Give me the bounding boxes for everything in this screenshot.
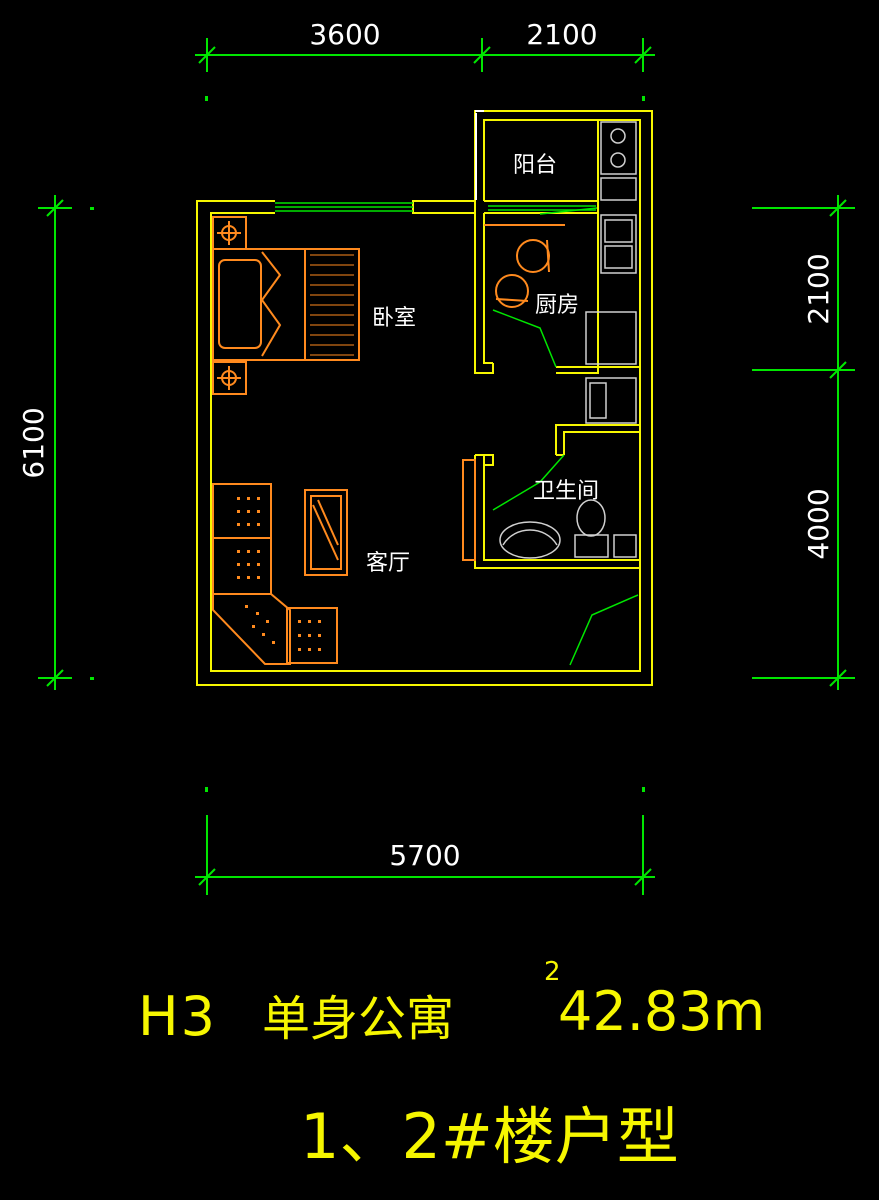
kitchen-furniture bbox=[484, 224, 565, 308]
extension-ticks bbox=[90, 96, 645, 792]
balcony-railing bbox=[475, 110, 484, 200]
unit-type: 单身公寓 bbox=[262, 991, 454, 1047]
dim-top-left: 3600 bbox=[309, 18, 380, 51]
room-label-balcony: 阳台 bbox=[513, 153, 557, 178]
room-label-bathroom: 卫生间 bbox=[533, 479, 599, 504]
fixtures bbox=[499, 121, 637, 559]
door-swings bbox=[492, 207, 639, 666]
room-label-living-room: 客厅 bbox=[366, 551, 410, 576]
dim-bottom: 5700 bbox=[389, 839, 460, 872]
walls bbox=[196, 110, 653, 686]
living-furniture bbox=[212, 459, 476, 665]
dimension-lines bbox=[38, 38, 855, 895]
unit-code: H3 bbox=[138, 985, 217, 1048]
building-label: 1、2#楼户型 bbox=[300, 1100, 679, 1173]
room-label-kitchen: 厨房 bbox=[535, 293, 579, 318]
windows bbox=[275, 202, 596, 212]
area-value: 42.83m bbox=[558, 980, 765, 1043]
dim-top-right: 2100 bbox=[526, 18, 597, 51]
dim-right-lower: 4000 bbox=[802, 488, 835, 559]
room-label-bedroom: 卧室 bbox=[372, 306, 416, 331]
area-superscript: 2 bbox=[544, 957, 561, 987]
bedroom-furniture bbox=[212, 216, 360, 395]
dim-left: 6100 bbox=[17, 407, 50, 478]
dim-right-upper: 2100 bbox=[802, 253, 835, 324]
